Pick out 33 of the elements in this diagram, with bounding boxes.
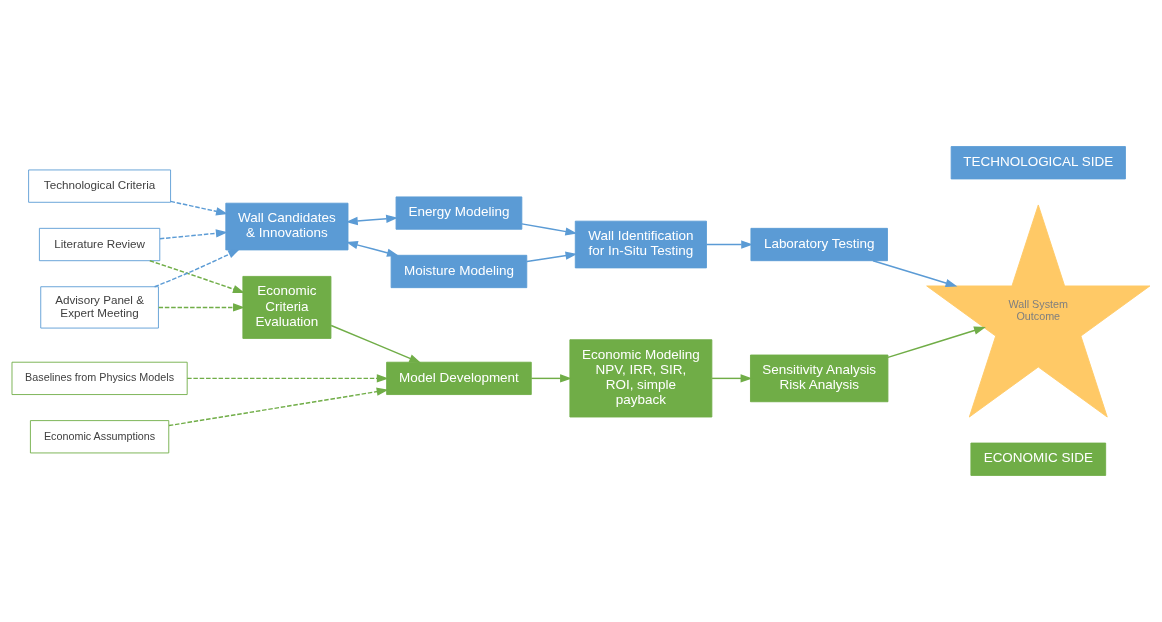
arrow	[705, 240, 754, 249]
arrow	[887, 326, 986, 359]
arrow	[149, 260, 245, 294]
node-box: Economic Modeling NPV, IRR, SIR, ROI, simple payback	[569, 339, 713, 418]
arrow	[345, 214, 399, 226]
arrow	[159, 229, 228, 240]
node-box: ECONOMIC SIDE	[970, 442, 1107, 476]
node-box: Sensitivity Analysis Risk Analysis	[750, 354, 889, 403]
arrow	[872, 259, 958, 288]
arrow	[526, 251, 578, 263]
node-box: Advisory Panel & Expert Meeting	[40, 286, 159, 329]
arrow	[157, 303, 245, 312]
node-box: Technological Criteria	[28, 169, 171, 203]
arrow	[330, 324, 422, 363]
arrow	[711, 374, 753, 383]
arrow	[169, 200, 228, 216]
arrow	[153, 249, 240, 288]
arrow	[521, 223, 578, 236]
node-box: Model Development	[386, 361, 532, 395]
node-box: Literature Review	[38, 227, 161, 262]
node-box: Economic Assumptions	[29, 420, 170, 454]
node-box: TECHNOLOGICAL SIDE	[950, 146, 1126, 180]
arrow	[168, 387, 389, 427]
node-box: Economic Criteria Evaluation	[242, 275, 332, 339]
node-box: Wall Candidates & Innovations	[225, 202, 349, 251]
node-box: Energy Modeling	[395, 196, 523, 230]
node-box: Moisture Modeling	[390, 254, 528, 289]
arrow	[186, 374, 389, 383]
node-box: Laboratory Testing	[750, 227, 888, 262]
arrow	[345, 240, 399, 257]
node-box: Baselines from Physics Models	[11, 361, 188, 395]
arrow	[530, 374, 572, 383]
node-box: Wall Identification for In-Situ Testing	[574, 220, 707, 269]
